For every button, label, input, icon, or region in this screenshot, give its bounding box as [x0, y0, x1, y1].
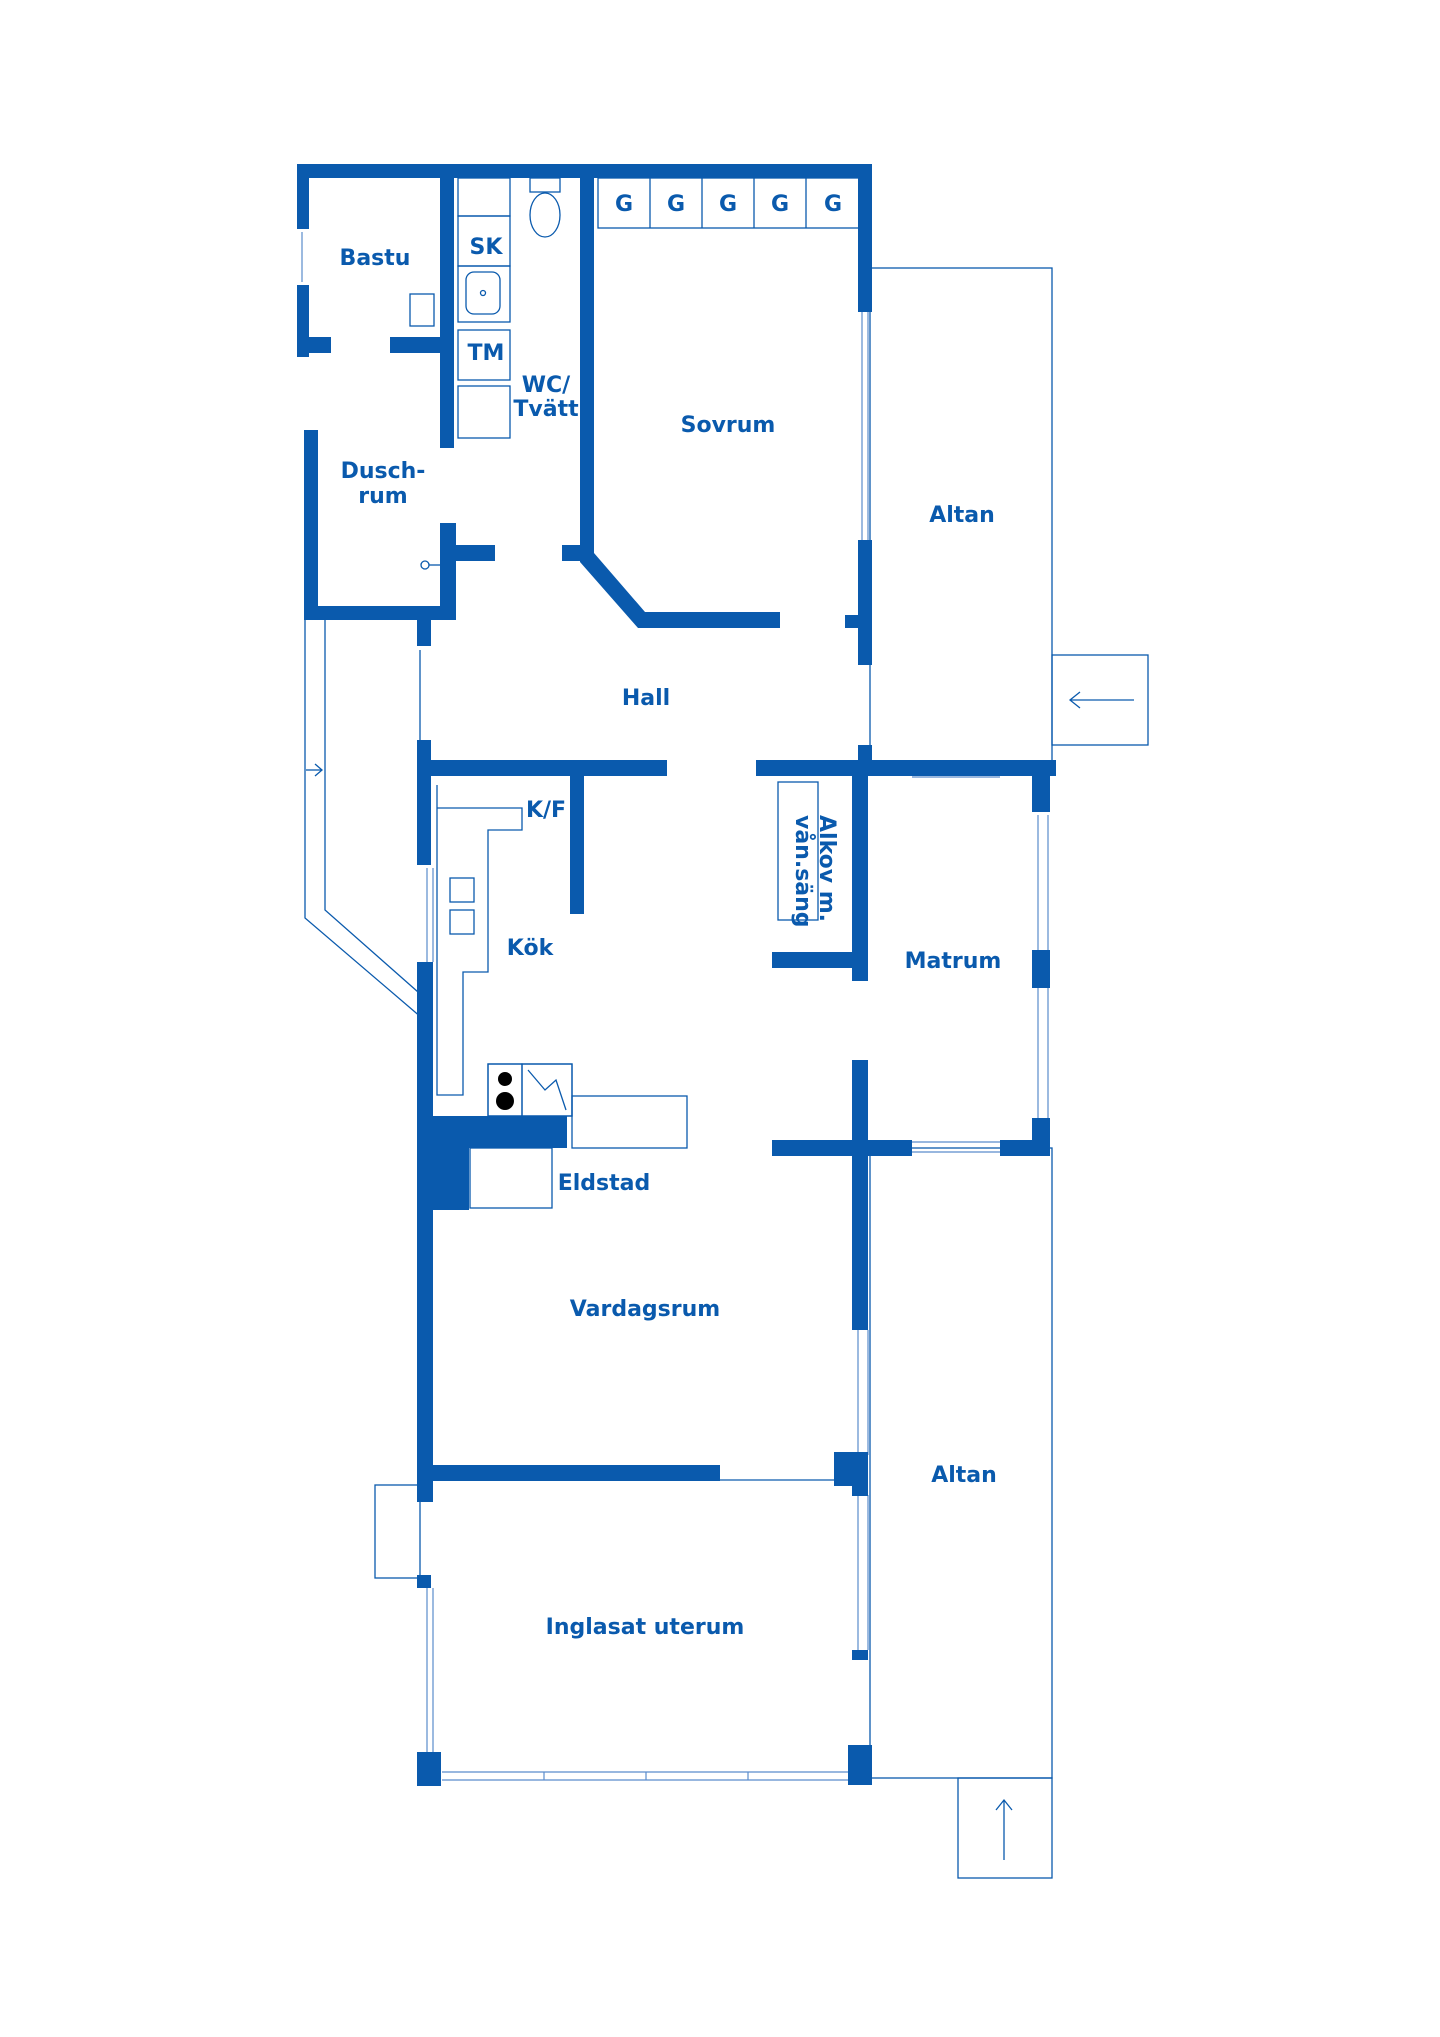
stove-burner: [498, 1072, 512, 1086]
arrow-up-icon: [995, 1798, 1013, 1860]
kitchen-island: [571, 1095, 688, 1149]
label-wc-line2: Tvätt: [513, 397, 579, 422]
wardrobe-label: G: [771, 192, 789, 217]
tm-washer: [457, 329, 511, 381]
fireplace-hearth: [469, 1147, 553, 1209]
label-vardagsrum: Vardagsrum: [570, 1297, 720, 1322]
label-bastu: Bastu: [340, 246, 411, 271]
label-eldstad: Eldstad: [558, 1171, 651, 1196]
entrance-ramp-inner: [324, 618, 419, 993]
wardrobe-label: G: [615, 192, 633, 217]
label-dusch-line1: Dusch-: [341, 459, 426, 484]
shower-head: [420, 560, 430, 570]
label-dusch-line2: rum: [358, 484, 407, 509]
outlines: [301, 177, 1149, 1879]
entrance-ramp: [304, 618, 423, 1019]
walls: [297, 164, 1056, 1786]
room-labels: Bastu SK TM WC/ Tvätt Dusch- rum Sovrum …: [340, 192, 1002, 1640]
arrow-right-icon: [306, 763, 323, 777]
label-hall: Hall: [622, 686, 670, 711]
entrance-steps-right: [1051, 654, 1149, 746]
sink: [457, 265, 511, 323]
wardrobe-label: G: [719, 192, 737, 217]
sauna-stove: [409, 293, 435, 327]
label-sovrum: Sovrum: [681, 413, 776, 438]
label-wc-line1: WC/: [522, 373, 571, 398]
label-alkov-line2: vån.säng: [790, 815, 816, 928]
wc-dryer: [457, 385, 511, 439]
label-sk: SK: [470, 235, 504, 260]
bunk-bed: [777, 781, 819, 921]
label-kf: K/F: [526, 798, 566, 823]
wardrobe-label: G: [824, 192, 842, 217]
label-matrum: Matrum: [905, 949, 1002, 974]
label-kok: Kök: [507, 936, 555, 961]
kitchen-counter: [436, 785, 523, 1096]
label-altan-bottom: Altan: [931, 1463, 997, 1488]
toilet: [529, 192, 561, 238]
arrow-left-icon: [1068, 691, 1134, 709]
label-tm: TM: [468, 341, 505, 366]
kitchen-sink-2: [449, 909, 475, 935]
label-uterum: Inglasat uterum: [546, 1615, 745, 1640]
entrance-steps-bottom: [957, 1777, 1053, 1879]
uterum-step: [374, 1484, 421, 1579]
kitchen-sink-1: [449, 877, 475, 903]
label-alkov-line1: Alkov m.: [814, 815, 839, 922]
stove-burner: [496, 1092, 514, 1110]
wardrobe-label: G: [667, 192, 685, 217]
entrance-arrows: [306, 691, 1134, 1860]
label-altan-top: Altan: [929, 503, 995, 528]
